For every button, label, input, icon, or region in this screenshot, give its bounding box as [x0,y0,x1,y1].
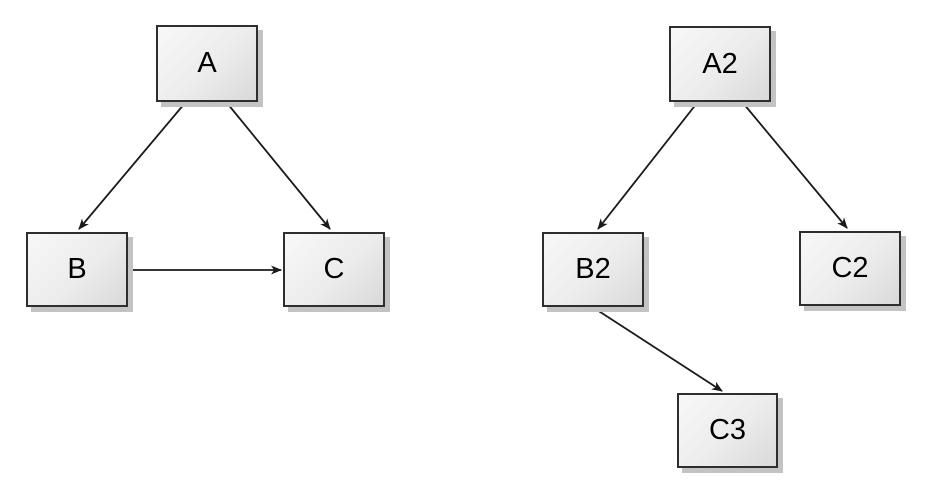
node-A[interactable]: A [156,25,258,102]
edge-A2-B2[interactable] [597,102,698,230]
node-C3[interactable]: C3 [677,393,778,468]
node-C2[interactable]: C2 [799,231,901,306]
node-C[interactable]: C [283,232,385,307]
node-label: C3 [708,414,747,446]
edge-A-C[interactable] [226,102,331,230]
node-label: A2 [702,47,738,80]
node-label: B [67,253,87,285]
node-label: A [197,47,217,79]
edge-A-B[interactable] [78,102,186,230]
node-label: B2 [575,253,611,285]
node-label: C2 [831,252,869,284]
node-B[interactable]: B [26,232,128,307]
node-B2[interactable]: B2 [542,232,644,307]
edge-A2-C2[interactable] [742,102,848,229]
node-A2[interactable]: A2 [669,26,771,102]
node-label: C [323,253,345,285]
edge-B2-C3[interactable] [593,307,723,392]
